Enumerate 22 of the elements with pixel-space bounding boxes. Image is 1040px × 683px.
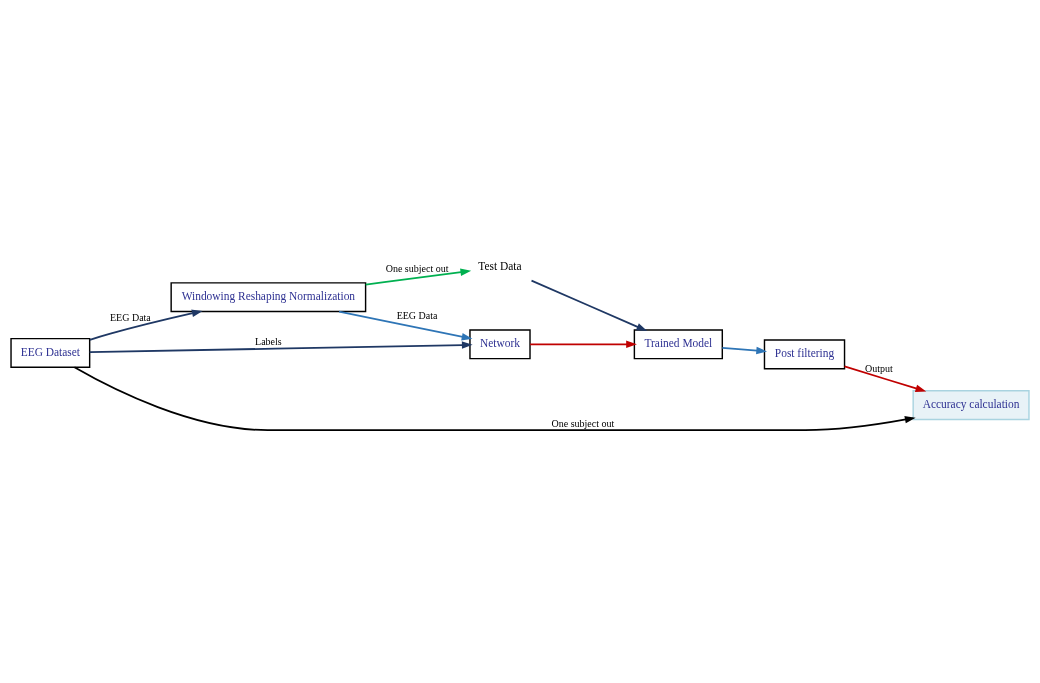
arrow: [338, 310, 473, 341]
node-box: Accuracy calculation: [912, 390, 1030, 421]
edge-label: EEG Data: [110, 311, 151, 323]
edge-label: One subject out: [551, 418, 615, 430]
arrow: [843, 365, 927, 392]
edge-label: One subject out: [385, 263, 449, 275]
node-box: EEG Dataset: [10, 337, 91, 368]
arrow: [529, 340, 637, 349]
arrow: [721, 346, 768, 355]
node-text: Test Data: [478, 259, 522, 272]
edge-label: EEG Data: [396, 310, 438, 322]
arrow: [364, 268, 472, 286]
arrow: [73, 366, 916, 432]
node-box: Windowing Reshaping Normalization: [170, 282, 367, 313]
node-box: Network: [469, 329, 531, 360]
node-box: Trained Model: [633, 329, 723, 360]
arrow: [88, 309, 203, 341]
edge-label: Output: [864, 362, 893, 374]
arrow: [530, 279, 648, 332]
arrow: [88, 341, 473, 354]
node-box: Post filtering: [763, 339, 846, 370]
edge-label: Labels: [255, 335, 282, 347]
